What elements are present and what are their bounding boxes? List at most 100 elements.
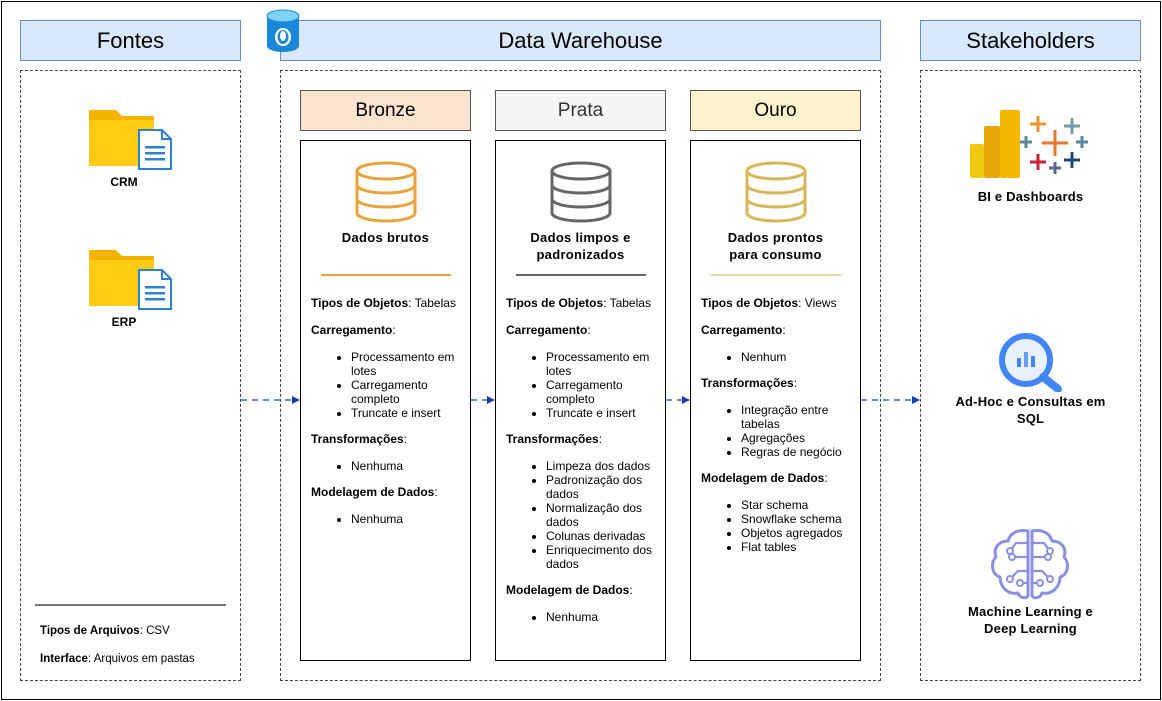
prata-model-label: Modelagem de Dados (506, 583, 630, 597)
ouro-load-list: Nenhum (701, 350, 854, 364)
bronze-details: Tipos de Objetos: Tabelas Carregamento: … (311, 296, 464, 538)
bronze-separator (321, 274, 451, 276)
layer-bronze-box: Dados brutos Tipos de Objetos: Tabelas C… (300, 140, 471, 661)
list-item: Nenhum (741, 350, 854, 364)
list-item: Carregamento completo (546, 378, 659, 406)
database-icon (355, 161, 417, 223)
layer-ouro-header: Ouro (690, 90, 861, 131)
layer-prata-header: Prata (495, 90, 666, 131)
stakeholders-section (920, 70, 1141, 681)
ouro-model-list: Star schema Snowflake schema Objetos agr… (701, 498, 854, 554)
list-item: Truncate e insert (546, 406, 659, 420)
stakeholder-sql-label: Ad-Hoc e Consultas em SQL (920, 393, 1141, 427)
bronze-obj-label: Tipos de Objetos (311, 296, 409, 310)
file-types-line: Tipos de Arquivos: CSV (40, 625, 170, 637)
bi-dashboard-icon (970, 110, 1088, 178)
stakeholder-bi-label: BI e Dashboards (920, 188, 1141, 205)
bronze-model-colon: : (434, 485, 438, 499)
prata-trans-list: Limpeza dos dados Padronização dos dados… (506, 459, 659, 571)
header-data-warehouse: Data Warehouse (280, 20, 881, 61)
sources-section (20, 70, 241, 681)
list-item: Objetos agregados (741, 526, 854, 540)
layer-bronze-header: Bronze (300, 90, 471, 131)
warehouse-section (280, 70, 881, 681)
prata-trans-colon: : (598, 432, 603, 446)
bronze-db-label: Dados brutos (301, 229, 470, 246)
list-item: Regras de negócio (741, 445, 854, 459)
file-types-label: Tipos de Arquivos (40, 625, 140, 637)
source-erp-label: ERP (111, 315, 137, 329)
sql-query-icon (999, 333, 1062, 392)
header-stakeholders: Stakeholders (920, 20, 1141, 61)
ouro-separator (711, 274, 841, 276)
list-item: Truncate e insert (351, 406, 464, 420)
list-item: Star schema (741, 498, 854, 512)
prata-separator (516, 274, 646, 276)
prata-db-label: Dados limpos e padronizados (496, 229, 665, 263)
layer-prata-box: Dados limpos e padronizados Tipos de Obj… (495, 140, 666, 661)
header-fontes: Fontes (20, 20, 241, 61)
layer-bronze-title: Bronze (355, 99, 416, 121)
bronze-model-label: Modelagem de Dados (311, 485, 435, 499)
list-item: Nenhuma (351, 459, 464, 473)
list-item: Integração entre tabelas (741, 403, 854, 431)
list-item: Colunas derivadas (546, 529, 659, 543)
bronze-db-label-line1: Dados brutos (341, 230, 430, 245)
ouro-db-label-line1: Dados prontos (727, 230, 824, 245)
stakeholder-sql-line2: SQL (1016, 411, 1045, 426)
erp-folder-document-icon (89, 250, 172, 310)
header-fontes-label: Fontes (96, 27, 165, 53)
ouro-load-label: Carregamento (701, 323, 783, 337)
layer-ouro-box: Dados prontos para consumo Tipos de Obje… (690, 140, 861, 661)
header-stakeholders-label: Stakeholders (966, 27, 1095, 53)
stakeholder-bi-line1: BI e Dashboards (977, 189, 1084, 204)
interface-label: Interface (40, 653, 88, 665)
prata-db-label-line1: Dados limpos e (530, 230, 631, 245)
prata-model-list: Nenhuma (506, 610, 659, 624)
list-item: Snowflake schema (741, 512, 854, 526)
list-item: Flat tables (741, 540, 854, 554)
list-item: Agregações (741, 431, 854, 445)
bronze-model-list: Nenhuma (311, 512, 464, 526)
crm-folder-document-icon (89, 110, 172, 170)
list-item: Nenhuma (351, 512, 464, 526)
list-item: Carregamento completo (351, 378, 464, 406)
ouro-db-label: Dados prontos para consumo (691, 229, 860, 263)
list-item: Normalização dos dados (546, 501, 659, 529)
ouro-db-label-line2: para consumo (729, 247, 822, 262)
list-item: Padronização dos dados (546, 473, 659, 501)
ouro-model-colon: : (824, 471, 828, 485)
postgres-database-icon (266, 9, 300, 52)
list-item: Limpeza dos dados (546, 459, 659, 473)
bronze-trans-list: Nenhuma (311, 459, 464, 473)
stakeholder-ml-label: Machine Learning e Deep Learning (920, 603, 1141, 637)
ouro-trans-label: Transformações (701, 376, 794, 390)
bronze-load-colon: : (392, 323, 396, 337)
database-icon (745, 161, 807, 223)
prata-load-list: Processamento em lotes Carregamento comp… (506, 350, 659, 420)
bronze-trans-label: Transformações (311, 432, 404, 446)
stakeholder-ml-line2: Deep Learning (984, 621, 1077, 636)
layer-prata-title: Prata (557, 99, 604, 121)
ouro-trans-colon: : (793, 376, 798, 390)
ouro-trans-list: Integração entre tabelas Agregações Regr… (701, 403, 854, 459)
interface-value: : Arquivos em pastas (87, 653, 195, 665)
prata-details: Tipos de Objetos: Tabelas Carregamento: … (506, 296, 659, 636)
prata-load-colon: : (587, 323, 591, 337)
prata-obj-label: Tipos de Objetos (506, 296, 604, 310)
ouro-obj-value: : Views (798, 296, 837, 310)
prata-db-label-line2: padronizados (536, 247, 625, 262)
sources-separator (35, 604, 226, 606)
bronze-load-list: Processamento em lotes Carregamento comp… (311, 350, 464, 420)
file-types-value: : CSV (139, 625, 170, 637)
interface-line: Interface: Arquivos em pastas (40, 653, 195, 665)
list-item: Enriquecimento dos dados (546, 543, 659, 571)
prata-obj-value: : Tabelas (603, 296, 651, 310)
list-item: Processamento em lotes (351, 350, 464, 378)
stakeholder-ml-line1: Machine Learning e (968, 604, 1093, 619)
database-icon (550, 161, 612, 223)
layer-ouro-title: Ouro (754, 99, 797, 121)
ouro-load-colon: : (782, 323, 786, 337)
prata-load-label: Carregamento (506, 323, 588, 337)
